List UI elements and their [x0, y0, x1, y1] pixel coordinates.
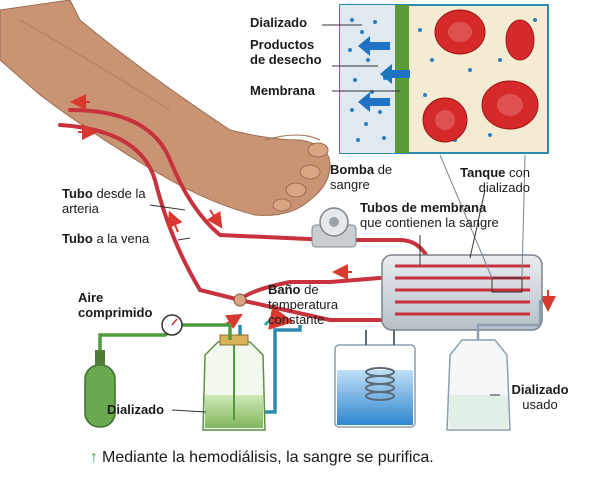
label-membrana: Membrana	[250, 83, 316, 98]
label-aire-comprimido: Aire comprimido	[78, 290, 153, 320]
used-dialysate-bottle	[446, 300, 542, 431]
teal-flow-arrow	[263, 306, 294, 330]
blood-pump	[311, 207, 357, 248]
membrane-inset	[322, 4, 549, 154]
label-productos-desecho: Productos de desecho	[250, 37, 322, 67]
label-tubo-vena: Tubo a la vena	[62, 231, 150, 246]
temperature-bath	[334, 330, 416, 428]
label-dializado-bottle: Dializado	[107, 402, 165, 417]
label-dializado-usado: Dializado usado	[511, 382, 569, 412]
fresh-dialysate-bottle	[202, 334, 266, 431]
label-bomba: Bomba de sangre	[330, 162, 393, 192]
air-cylinder	[84, 314, 232, 428]
label-bano: Baño de temperatura constante	[268, 282, 339, 327]
arm-illustration	[0, 0, 331, 216]
label-tubos-membrana: Tubos de membrana que contienen la sangr…	[360, 200, 499, 230]
label-tanque: Tanque con dializado	[460, 165, 530, 195]
caption-text: Mediante la hemodiálisis, la sangre se p…	[102, 449, 434, 466]
flow-arrows	[70, 94, 556, 329]
dialyzer-tank	[381, 154, 543, 331]
label-tubo-arteria: Tubo desde la arteria	[62, 186, 146, 216]
valve	[233, 293, 247, 307]
label-dializado-inset: Dializado	[250, 15, 308, 30]
figure-caption: ↑Mediante la hemodiálisis, la sangre se …	[90, 449, 434, 467]
caption-arrow-icon: ↑	[90, 449, 98, 466]
label-leaders	[149, 189, 500, 413]
